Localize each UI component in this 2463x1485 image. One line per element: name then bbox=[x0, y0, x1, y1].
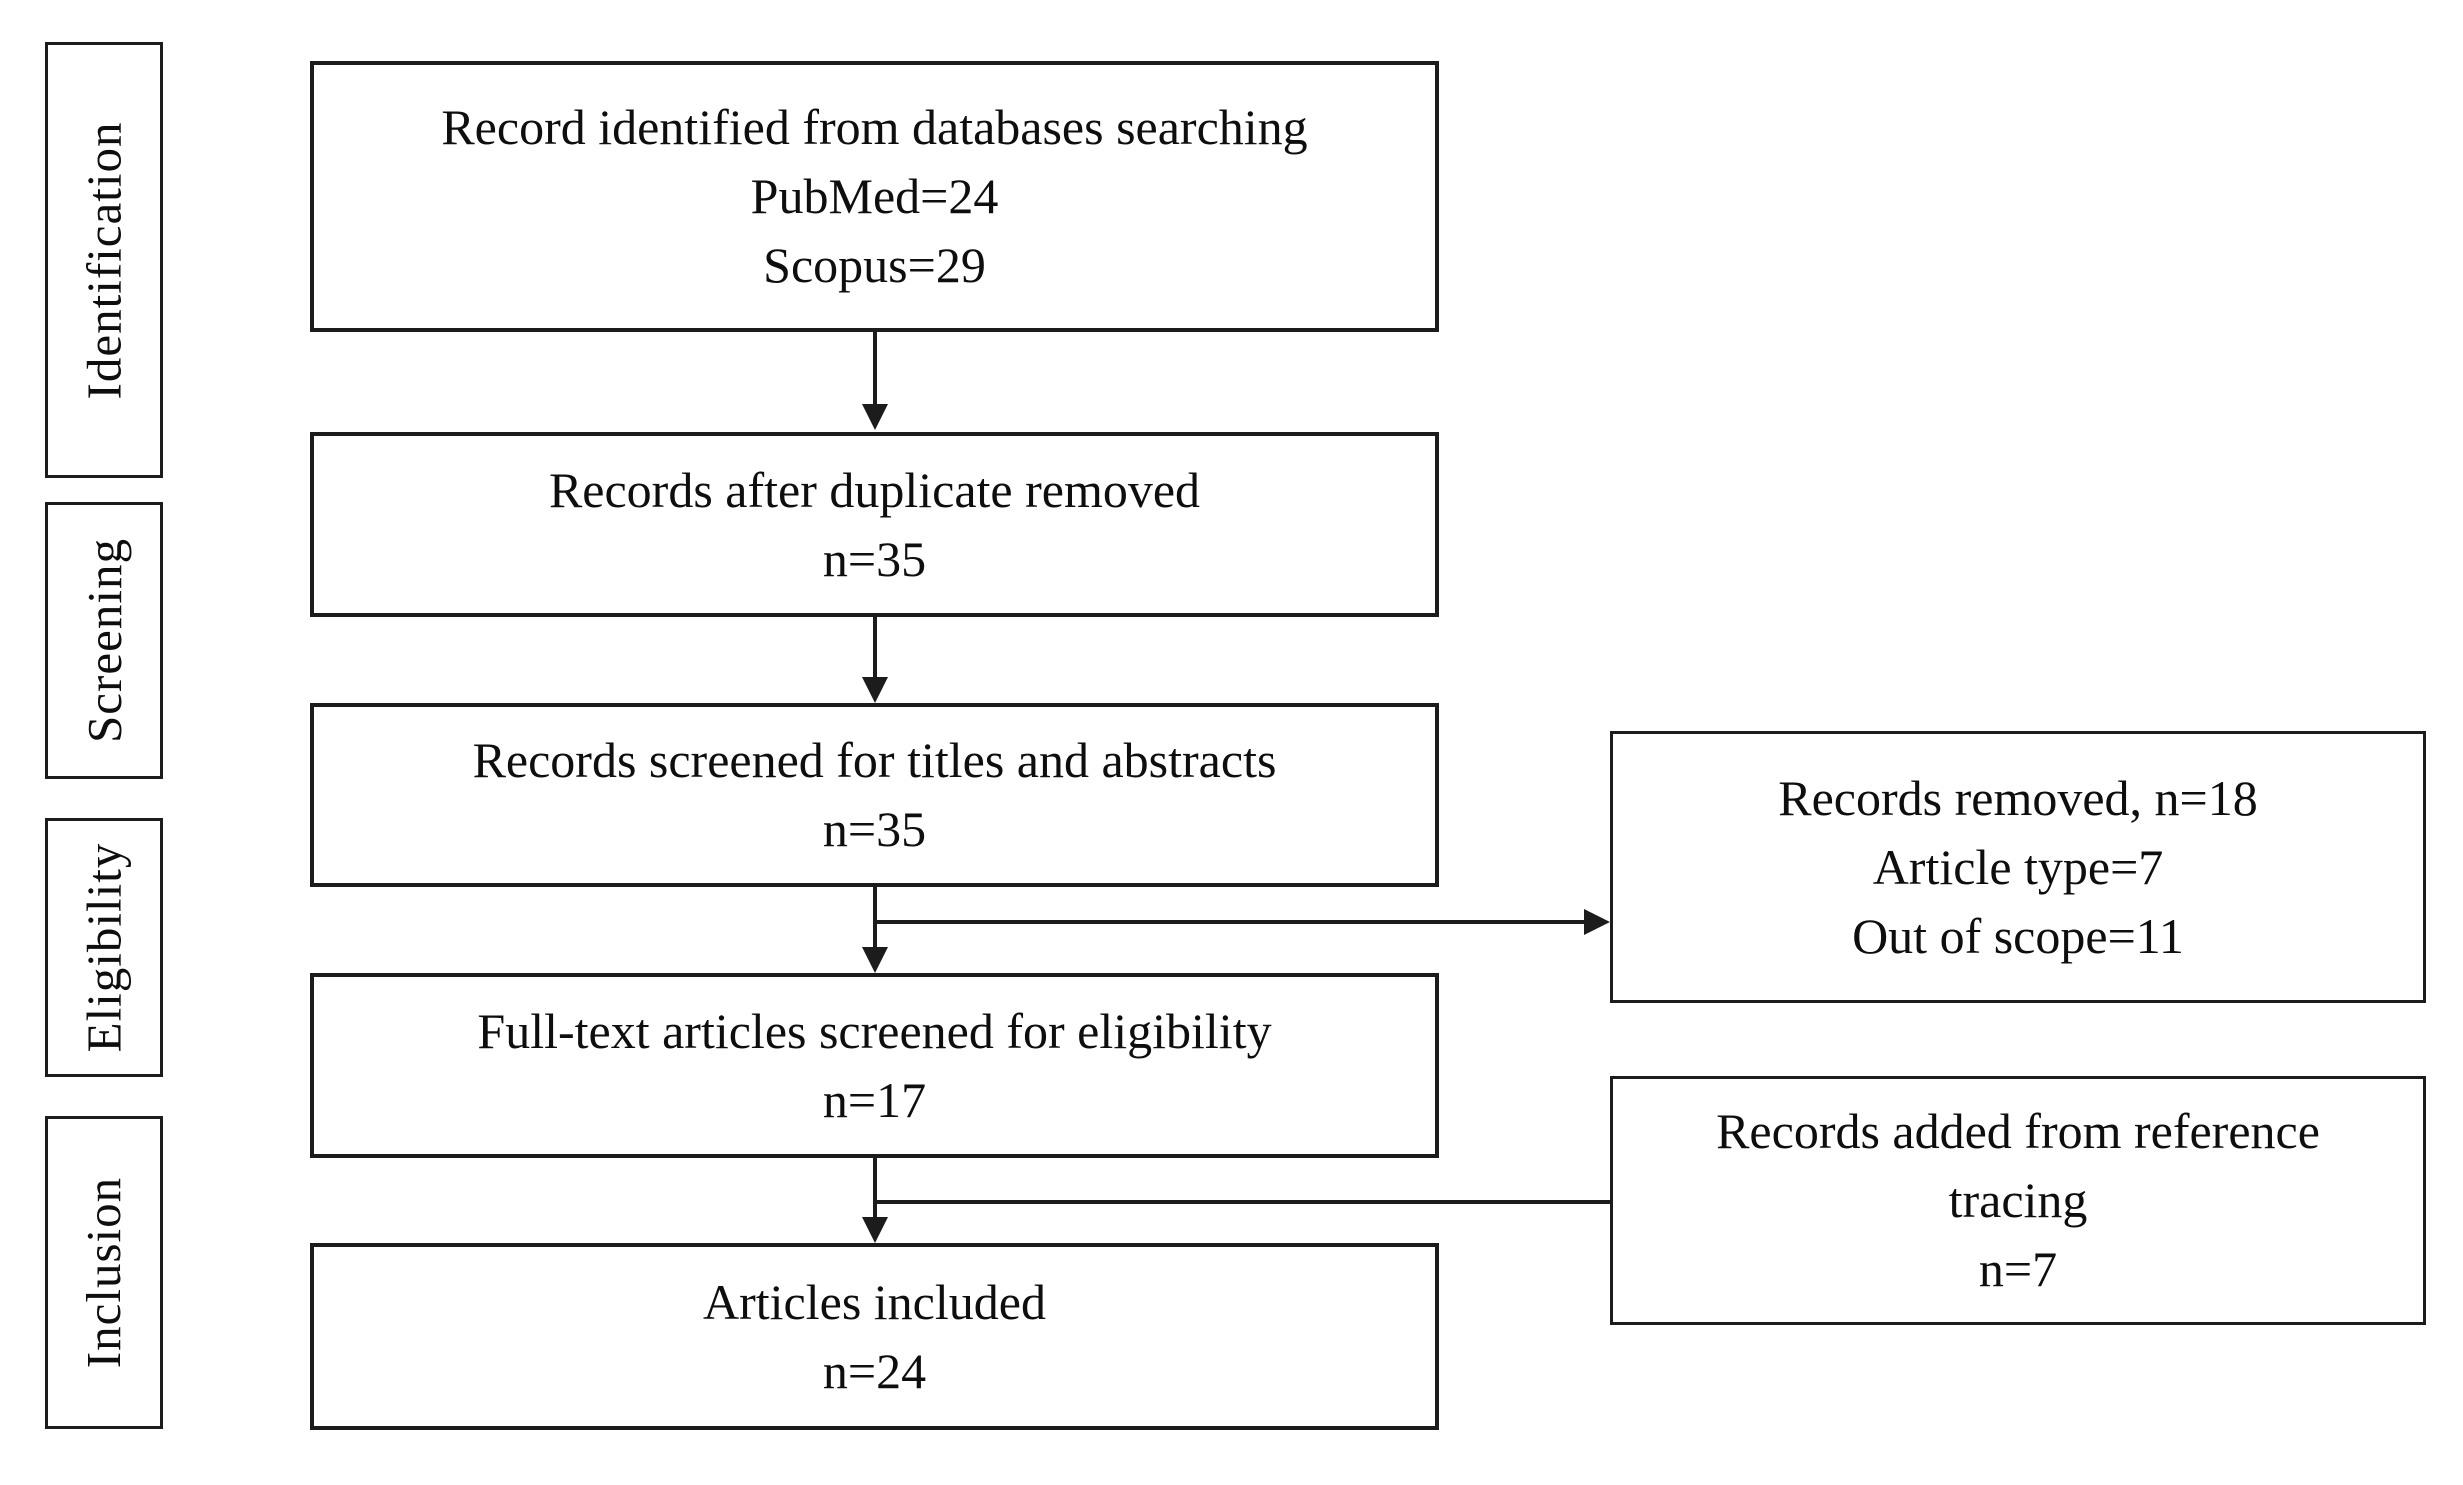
stage-box-inclusion: Inclusion bbox=[45, 1116, 163, 1429]
box-line: Scopus=29 bbox=[763, 237, 986, 293]
box-line: n=7 bbox=[1978, 1241, 2058, 1297]
box-line: n=17 bbox=[822, 1071, 927, 1128]
arrowhead-down-icon bbox=[862, 947, 888, 973]
arrowhead-down-icon bbox=[862, 1217, 888, 1243]
box-line: Record identified from databases searchi… bbox=[441, 99, 1308, 155]
arrowhead-down-icon bbox=[862, 404, 888, 430]
box-line: Article type=7 bbox=[1872, 838, 2164, 895]
stage-label-eligibility: Eligibility bbox=[76, 842, 132, 1053]
box-reference-tracing: Records added from reference tracing n=7 bbox=[1610, 1076, 2426, 1325]
stage-label-identification: Identification bbox=[76, 121, 132, 399]
box-records-removed: Records removed, n=18 Article type=7 Out… bbox=[1610, 731, 2426, 1003]
box-articles-included: Articles included n=24 bbox=[310, 1243, 1439, 1430]
stage-box-eligibility: Eligibility bbox=[45, 818, 163, 1077]
box-line: Out of scope=11 bbox=[1852, 907, 2184, 964]
box-line: Full-text articles screened for eligibil… bbox=[477, 1002, 1272, 1059]
arrowhead-right-icon bbox=[1584, 909, 1610, 935]
box-line: Records removed, n=18 bbox=[1778, 769, 2258, 826]
box-after-duplicates-removed: Records after duplicate removed n=35 bbox=[310, 432, 1439, 617]
arrowhead-down-icon bbox=[862, 677, 888, 703]
box-line: Records after duplicate removed bbox=[548, 461, 1201, 518]
stage-label-screening: Screening bbox=[76, 538, 132, 743]
box-line: PubMed=24 bbox=[750, 168, 999, 224]
box-line: n=35 bbox=[822, 530, 927, 587]
stage-label-inclusion: Inclusion bbox=[76, 1176, 132, 1369]
stage-box-identification: Identification bbox=[45, 42, 163, 478]
stage-box-screening: Screening bbox=[45, 502, 163, 779]
box-line: n=35 bbox=[822, 801, 927, 857]
box-fulltext-screened: Full-text articles screened for eligibil… bbox=[310, 973, 1439, 1158]
box-line: Records added from reference tracing bbox=[1716, 1103, 2320, 1228]
box-line: Articles included bbox=[703, 1273, 1046, 1330]
box-line: Records screened for titles and abstract… bbox=[472, 732, 1277, 788]
box-line: n=24 bbox=[822, 1342, 927, 1399]
box-records-identified: Record identified from databases searchi… bbox=[310, 61, 1439, 332]
box-records-screened: Records screened for titles and abstract… bbox=[310, 703, 1439, 887]
